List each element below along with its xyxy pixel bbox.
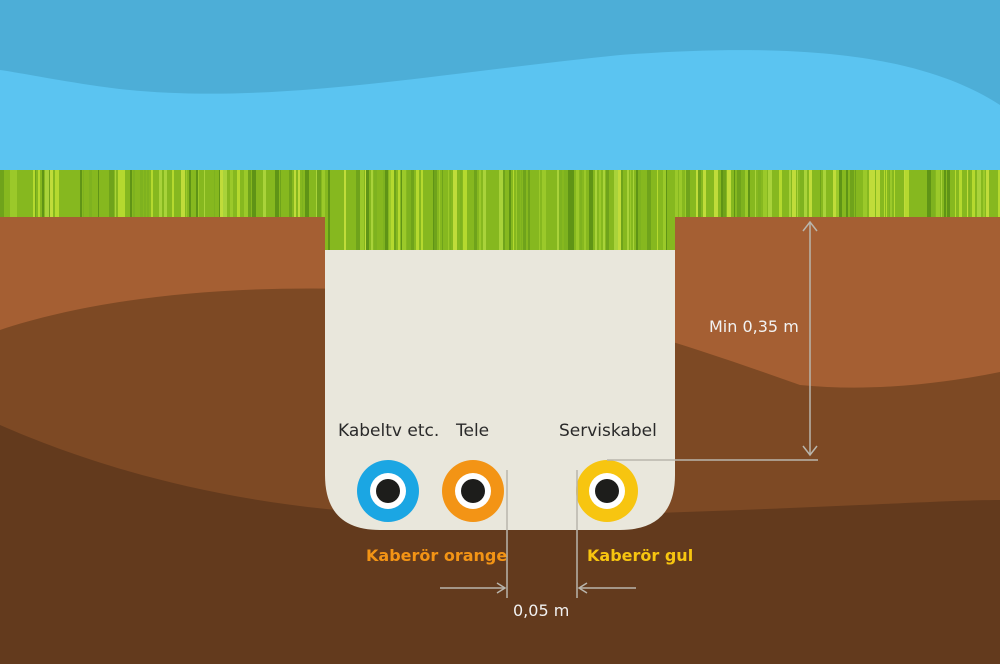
label-pipe-orange: Kaberör orange bbox=[366, 546, 508, 565]
label-serviskabel: Serviskabel bbox=[559, 421, 657, 441]
depth-dimension bbox=[607, 220, 818, 461]
spacing-dimension bbox=[440, 470, 636, 598]
label-depth: Min 0,35 m bbox=[709, 317, 799, 336]
label-spacing: 0,05 m bbox=[513, 601, 570, 620]
pipe-yellow bbox=[576, 460, 638, 522]
label-tele: Tele bbox=[456, 421, 490, 441]
trench bbox=[325, 170, 675, 530]
label-kabeltv: Kabeltv etc. bbox=[338, 421, 440, 441]
label-pipe-yellow: Kaberör gul bbox=[587, 546, 694, 565]
soil-bottom-layer bbox=[0, 425, 1000, 664]
pipe-blue bbox=[357, 460, 419, 522]
trench-grass-fill bbox=[325, 170, 675, 250]
pipe-orange bbox=[442, 460, 504, 522]
sky-cloud-band bbox=[0, 0, 1000, 105]
